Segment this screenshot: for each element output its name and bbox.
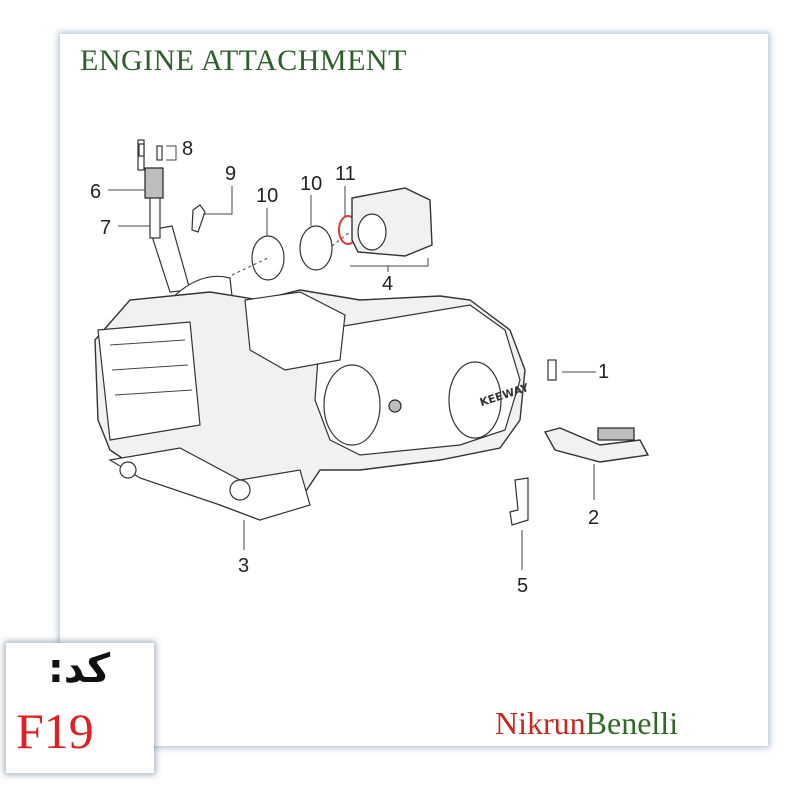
callout-7: 7 [100,217,111,239]
brand-part-1: Nikrun [495,705,586,741]
page-title: ENGINE ATTACHMENT [80,44,407,77]
callout-11: 11 [335,163,356,185]
mount-hole-left [119,461,137,479]
injector-6 [144,167,164,199]
cover-round-right [448,361,502,439]
engine-mount [108,447,311,521]
bolt-8a [138,143,145,157]
code-box [6,643,154,773]
kick-shaft [388,399,402,413]
callout-1: 1 [598,361,609,383]
cylinder-head [244,291,346,371]
cover-round-left [323,364,381,446]
code-label: کد: [47,646,111,692]
callout-10a: 10 [256,185,278,207]
injector-7 [149,197,161,239]
callout-6: 6 [90,181,101,203]
clamp-10a [251,235,285,281]
callout-10b: 10 [300,173,322,195]
callout-5: 5 [517,575,528,597]
leader-8 [166,145,177,161]
bolt-8b [156,145,163,161]
assembly-axis [231,231,351,276]
bolt-1 [547,359,557,381]
callout-8: 8 [182,138,193,160]
callout-9: 9 [225,163,236,185]
callout-4: 4 [382,273,393,295]
brand-name: NikrunBenelli [495,705,678,742]
clamp-10b [299,225,333,271]
brand-part-2: Benelli [585,705,679,741]
throttle-bore [357,213,387,251]
air-filter-box [97,321,201,441]
bracket-5 [509,477,529,526]
mount-hole-right [229,479,251,501]
kick-pedal [597,427,635,441]
callout-3: 3 [238,555,249,577]
leader-4 [350,258,429,267]
code-value: F19 [16,703,94,759]
leader-9 [203,186,233,215]
kick-lever [543,427,650,463]
clip-9 [191,204,206,233]
filter-ribs [109,339,193,396]
callout-2: 2 [588,507,599,529]
